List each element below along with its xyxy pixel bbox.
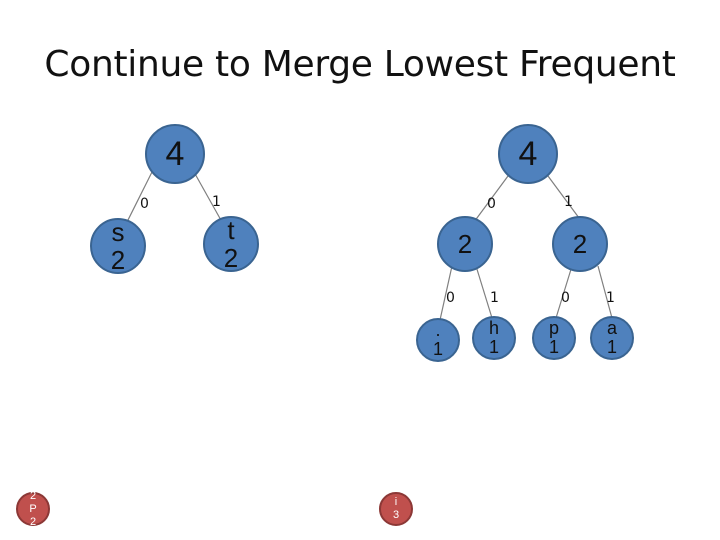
leaf-node-t: t 2	[203, 216, 259, 272]
leaf-t-symbol: t	[227, 215, 235, 245]
edge-left-root-t	[193, 171, 223, 223]
edge-two-h	[475, 265, 493, 319]
left-edge-label-0: 0	[140, 196, 149, 212]
leaf-t-freq: 2	[223, 243, 239, 273]
leaf-node-s: s 2	[90, 218, 146, 274]
edge-label-h: 1	[490, 290, 499, 306]
edge-right-root-right	[547, 175, 583, 223]
edge-two-a	[597, 265, 613, 319]
internal-left-value: 2	[457, 229, 473, 259]
leaf-p-freq: 1	[548, 337, 559, 357]
edge-right-root-left	[473, 175, 509, 223]
right-root-value: 4	[518, 134, 538, 173]
pending-node-i: i 3	[379, 492, 413, 526]
leaf-dot-freq: 1	[432, 339, 443, 359]
internal-node-right-2: 2	[552, 216, 608, 272]
edge-two-p	[555, 265, 573, 319]
pending-i-freq: 3	[392, 509, 400, 521]
left-root-value: 4	[165, 134, 185, 173]
edge-label-p: 0	[561, 290, 570, 306]
leaf-node-a: a 1	[590, 316, 634, 360]
internal-node-left-2: 2	[437, 216, 493, 272]
leaf-s-freq: 2	[110, 245, 126, 275]
leaf-dot-symbol: .	[435, 320, 441, 340]
leaf-s-symbol: s	[111, 217, 125, 247]
right-edge-label-0: 0	[487, 196, 496, 212]
slide-title: Continue to Merge Lowest Frequent	[44, 44, 676, 85]
edge-left-root-s	[125, 171, 153, 225]
edge-label-dot: 0	[446, 290, 455, 306]
leaf-h-freq: 1	[488, 337, 499, 357]
leaf-h-symbol: h	[488, 318, 499, 338]
leaf-node-h: h 1	[472, 316, 516, 360]
right-root-node: 4	[498, 124, 558, 184]
leaf-node-p: p 1	[532, 316, 576, 360]
pending-p-bottom: 2	[29, 515, 37, 528]
edge-label-a: 1	[606, 290, 615, 306]
left-root-node: 4	[145, 124, 205, 184]
pending-p-top: 2	[29, 489, 37, 502]
internal-right-value: 2	[572, 229, 588, 259]
leaf-a-freq: 1	[606, 337, 617, 357]
leaf-node-dot: . 1	[416, 318, 460, 362]
leaf-p-symbol: p	[548, 318, 559, 338]
left-edge-label-1: 1	[212, 194, 221, 210]
edge-two-dot	[439, 265, 453, 321]
leaf-a-symbol: a	[606, 318, 617, 338]
pending-i-symbol: i	[394, 496, 398, 508]
pending-p-symbol: P	[29, 502, 37, 515]
pending-node-p: 2 P 2	[16, 489, 50, 528]
right-edge-label-1: 1	[564, 194, 573, 210]
